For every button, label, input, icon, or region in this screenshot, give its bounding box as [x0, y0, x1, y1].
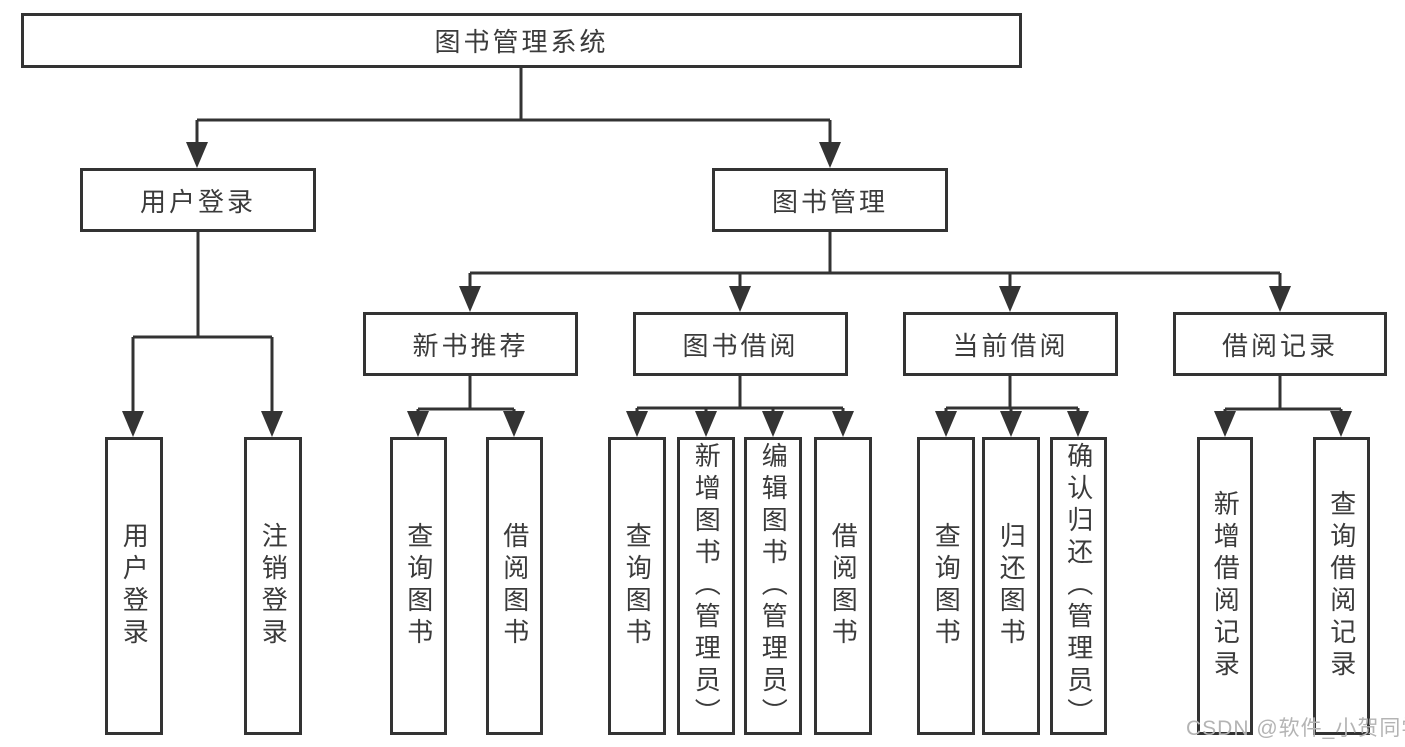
node-borrowing-records: 借阅记录 [1173, 312, 1387, 376]
leaf-query-books-recommend: 查询图书 [390, 437, 447, 735]
leaf-add-borrow-record: 新增借阅记录 [1197, 437, 1253, 735]
arrowheads [122, 142, 1352, 437]
connector-paths [131, 68, 1343, 414]
node-root: 图书管理系统 [21, 13, 1022, 68]
node-user-login: 用户登录 [80, 168, 316, 232]
leaf-return-book: 归还图书 [982, 437, 1040, 735]
leaf-logout: 注销登录 [244, 437, 302, 735]
leaf-confirm-return-admin: 确认归还（管理员） [1050, 437, 1107, 735]
leaf-edit-book-admin: 编辑图书（管理员） [744, 437, 802, 735]
leaf-query-borrow-record: 查询借阅记录 [1313, 437, 1370, 735]
leaf-query-books-current: 查询图书 [917, 437, 975, 735]
leaf-borrow-books-borrowing: 借阅图书 [814, 437, 872, 735]
node-current-borrowing: 当前借阅 [903, 312, 1118, 376]
watermark: CSDN @软件_小贺同学 [1186, 717, 1405, 740]
leaf-add-book-admin: 新增图书（管理员） [677, 437, 735, 735]
node-book-management: 图书管理 [712, 168, 948, 232]
node-book-borrowing: 图书借阅 [633, 312, 848, 376]
leaf-user-login: 用户登录 [105, 437, 163, 735]
leaf-query-books-borrowing: 查询图书 [608, 437, 666, 735]
leaf-borrow-books-recommend: 借阅图书 [486, 437, 543, 735]
node-new-book-recommend: 新书推荐 [363, 312, 578, 376]
